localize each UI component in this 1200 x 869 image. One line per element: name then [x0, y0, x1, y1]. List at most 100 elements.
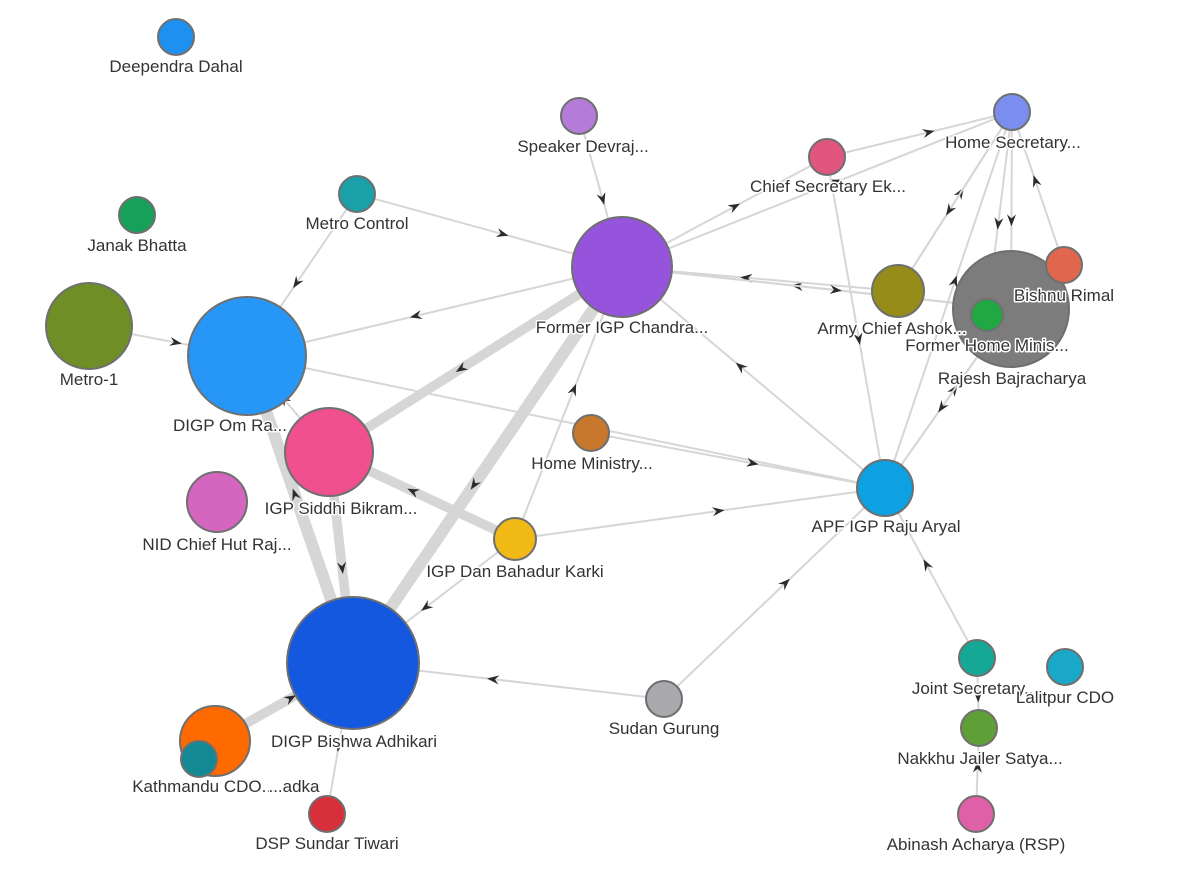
edge-arrow-icon — [1033, 175, 1042, 188]
edge-arrow-icon — [1006, 214, 1016, 227]
edge-chief_sec-to-home_sec — [826, 111, 1013, 158]
node-digp_bishwa[interactable] — [286, 596, 420, 730]
node-label-sudan: Sudan Gurung — [609, 719, 720, 738]
node-label-igp_siddhi: IGP Siddhi Bikram... — [265, 499, 418, 518]
node-label-dsp_sundar: DSP Sundar Tiwari — [255, 834, 398, 853]
edge-apf_igp-to-home_sec — [884, 111, 1013, 489]
node-label-igp_dan: IGP Dan Bahadur Karki — [426, 562, 603, 581]
node-label-former_igp: Former IGP Chandra... — [536, 318, 709, 337]
node-army_chief[interactable] — [871, 264, 925, 318]
node-digp_om[interactable] — [187, 296, 307, 416]
edge-arrow-icon — [973, 690, 983, 703]
node-khadka[interactable] — [180, 740, 218, 778]
node-lalitpur_cdo[interactable] — [1046, 648, 1084, 686]
edge-former_igp-to-former_home — [621, 266, 1012, 310]
node-label-janak: Janak Bhatta — [87, 236, 187, 255]
node-janak[interactable] — [118, 196, 156, 234]
edge-former_igp-to-home_sec — [621, 111, 1013, 268]
node-label-home_ministry: Home Ministry... — [531, 454, 653, 473]
edge-former_igp-to-digp_om — [246, 266, 623, 357]
node-label-deependra: Deependra Dahal — [109, 57, 242, 76]
edge-arrow-icon — [495, 228, 509, 237]
edge-joint_sec-to-apf_igp — [884, 487, 978, 659]
edge-arrow-icon — [455, 361, 469, 372]
node-home_sec[interactable] — [993, 93, 1031, 131]
edge-arrow-icon — [409, 310, 423, 319]
edge-arrow-icon — [711, 507, 725, 517]
node-nakkhu[interactable] — [960, 709, 998, 747]
edge-arrow-icon — [829, 179, 843, 189]
edge-home_sec-to-army_chief — [897, 111, 1013, 292]
edge-arrow-icon — [972, 760, 982, 773]
edge-arrow-icon — [486, 675, 500, 685]
edge-arrow-icon — [283, 695, 297, 705]
node-joint_sec[interactable] — [958, 639, 996, 677]
node-chief_sec[interactable] — [808, 138, 846, 176]
node-sudan[interactable] — [645, 680, 683, 718]
edge-arrow-icon — [470, 477, 482, 490]
node-label-digp_bishwa: DIGP Bishwa Adhikari — [271, 732, 437, 751]
edge-arrow-icon — [921, 129, 935, 139]
edge-arrow-icon — [337, 561, 346, 575]
node-label-digp_om: DIGP Om Ra... — [173, 416, 287, 435]
node-former_igp[interactable] — [571, 216, 673, 318]
edge-arrow-icon — [829, 284, 842, 294]
edge-arrow-icon — [938, 399, 949, 413]
edge-sudan-to-apf_igp — [663, 487, 886, 700]
edge-arrow-icon — [293, 275, 304, 289]
node-dsp_sundar[interactable] — [308, 795, 346, 833]
node-label-bishnu: Bishnu Rimal — [1014, 286, 1114, 305]
edge-igp_dan-to-apf_igp — [514, 487, 886, 540]
edge-former_igp-to-digp_bishwa — [347, 261, 628, 669]
node-former_home[interactable] — [952, 250, 1070, 368]
node-label-army_chief: Army Chief Ashok... — [817, 319, 966, 338]
edge-bishnu-to-home_sec — [1011, 111, 1065, 266]
edge-arrow-icon — [407, 488, 421, 498]
node-label-metro1: Metro-1 — [60, 370, 119, 389]
node-label-apf_igp: APF IGP Raju Aryal — [812, 517, 961, 536]
node-metro_control[interactable] — [338, 175, 376, 213]
node-label-home_sec: Home Secretary... — [945, 133, 1081, 152]
node-label-kathmandu_cdo: Kathmandu CDO... — [132, 777, 276, 796]
node-home_ministry[interactable] — [572, 414, 610, 452]
node-abinash[interactable] — [957, 795, 995, 833]
node-apf_igp[interactable] — [856, 459, 914, 517]
node-label-joint_sec: Joint Secretary... — [912, 679, 1038, 698]
edge-arrow-icon — [735, 362, 748, 374]
node-igp_siddhi[interactable] — [284, 407, 374, 497]
edge-arrow-icon — [745, 457, 759, 467]
node-label-speaker: Speaker Devraj... — [517, 137, 648, 156]
node-metro1[interactable] — [45, 282, 133, 370]
edge-arrow-icon — [948, 275, 958, 289]
edge-arrow-icon — [335, 739, 345, 752]
node-nid_chief[interactable] — [186, 471, 248, 533]
node-deependra[interactable] — [157, 18, 195, 56]
node-label-khadka: ...adka — [268, 777, 320, 796]
edge-arrow-icon — [567, 383, 577, 397]
node-label-former_home: Former Home Minis... — [905, 336, 1068, 355]
node-label-nakkhu: Nakkhu Jailer Satya... — [897, 749, 1062, 768]
edge-apf_igp-to-former_igp — [621, 266, 886, 489]
node-label-rajesh: Rajesh Bajracharya — [938, 369, 1087, 388]
edge-former_igp-to-igp_siddhi — [324, 262, 627, 457]
edge-arrow-icon — [778, 578, 790, 591]
edge-arrow-icon — [292, 488, 301, 502]
node-label-nid_chief: NID Chief Hut Raj... — [142, 535, 291, 554]
node-igp_dan[interactable] — [493, 517, 537, 561]
edge-arrow-icon — [994, 217, 1004, 230]
edge-digp_om-to-apf_igp — [246, 355, 886, 489]
node-label-metro_control: Metro Control — [306, 214, 409, 233]
edge-home_ministry-to-apf_igp — [590, 432, 886, 489]
edge-chief_sec-to-apf_igp — [826, 156, 886, 489]
edge-arrow-icon — [169, 336, 182, 346]
node-label-chief_sec: Chief Secretary Ek... — [750, 177, 906, 196]
edge-arrow-icon — [421, 599, 434, 611]
node-rajesh[interactable] — [970, 298, 1004, 332]
node-label-abinash: Abinash Acharya (RSP) — [887, 835, 1066, 854]
node-speaker[interactable] — [560, 97, 598, 135]
edge-arrow-icon — [946, 202, 957, 216]
node-bishnu[interactable] — [1045, 246, 1083, 284]
edge-arrow-icon — [853, 332, 863, 345]
